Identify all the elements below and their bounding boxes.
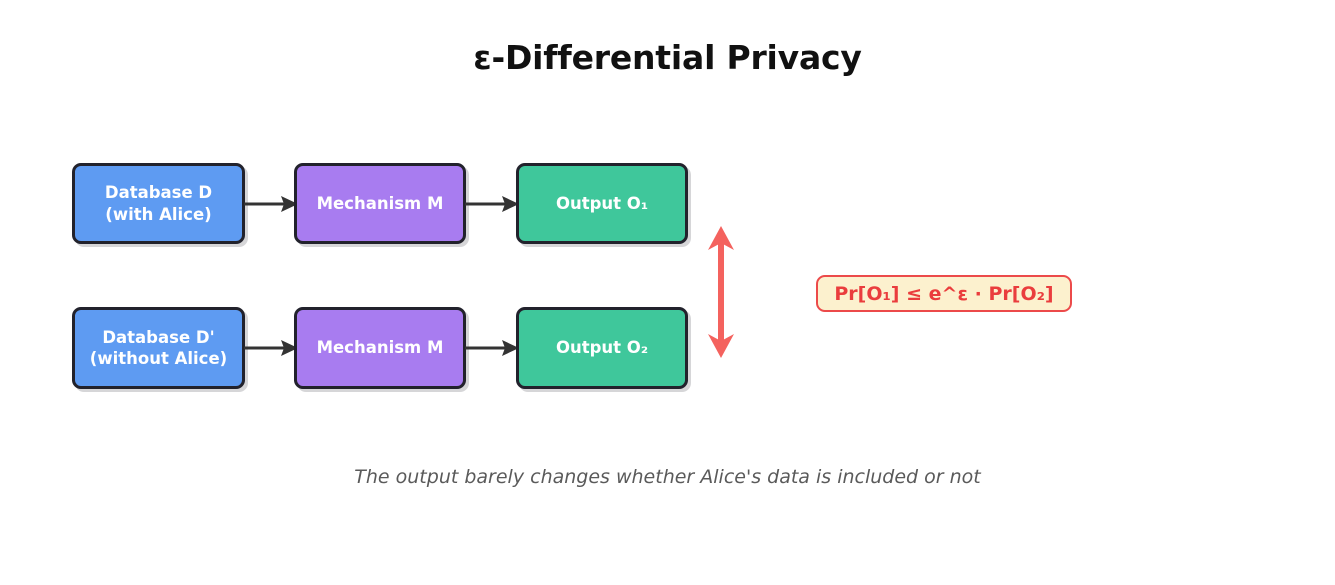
right-arrow-icon [244,340,298,356]
mechanism-box-row2-label: Mechanism M [316,338,444,358]
output-box-o2-label: Output O₂ [555,338,649,358]
right-arrow-icon [465,196,519,212]
database-box-with-alice: Database D (with Alice) [72,163,245,244]
mechanism-box-row1: Mechanism M [294,163,466,244]
right-arrow-icon [244,196,298,212]
epsilon-dp-formula-text: Pr[O₁] ≤ e^ε · Pr[O₂] [834,282,1054,305]
database-box-without-alice-line2: (without Alice) [89,349,228,368]
mechanism-box-row2: Mechanism M [294,307,466,389]
database-box-without-alice: Database D' (without Alice) [72,307,245,389]
right-arrow-icon [465,340,519,356]
page-title: ε-Differential Privacy [473,38,862,77]
output-box-o1: Output O₁ [516,163,688,244]
database-box-with-alice-line2: (with Alice) [105,204,212,224]
output-box-o1-label: Output O₁ [555,193,649,213]
diagram-caption: The output barely changes whether Alice'… [354,466,981,488]
epsilon-dp-formula-badge: Pr[O₁] ≤ e^ε · Pr[O₂] [816,275,1072,312]
double-headed-vertical-arrow-icon [708,226,734,358]
mechanism-box-row1-label: Mechanism M [316,193,444,213]
database-box-without-alice-line1: Database D' [102,327,215,347]
output-box-o2: Output O₂ [516,307,688,389]
database-box-with-alice-line1: Database D [104,183,213,203]
